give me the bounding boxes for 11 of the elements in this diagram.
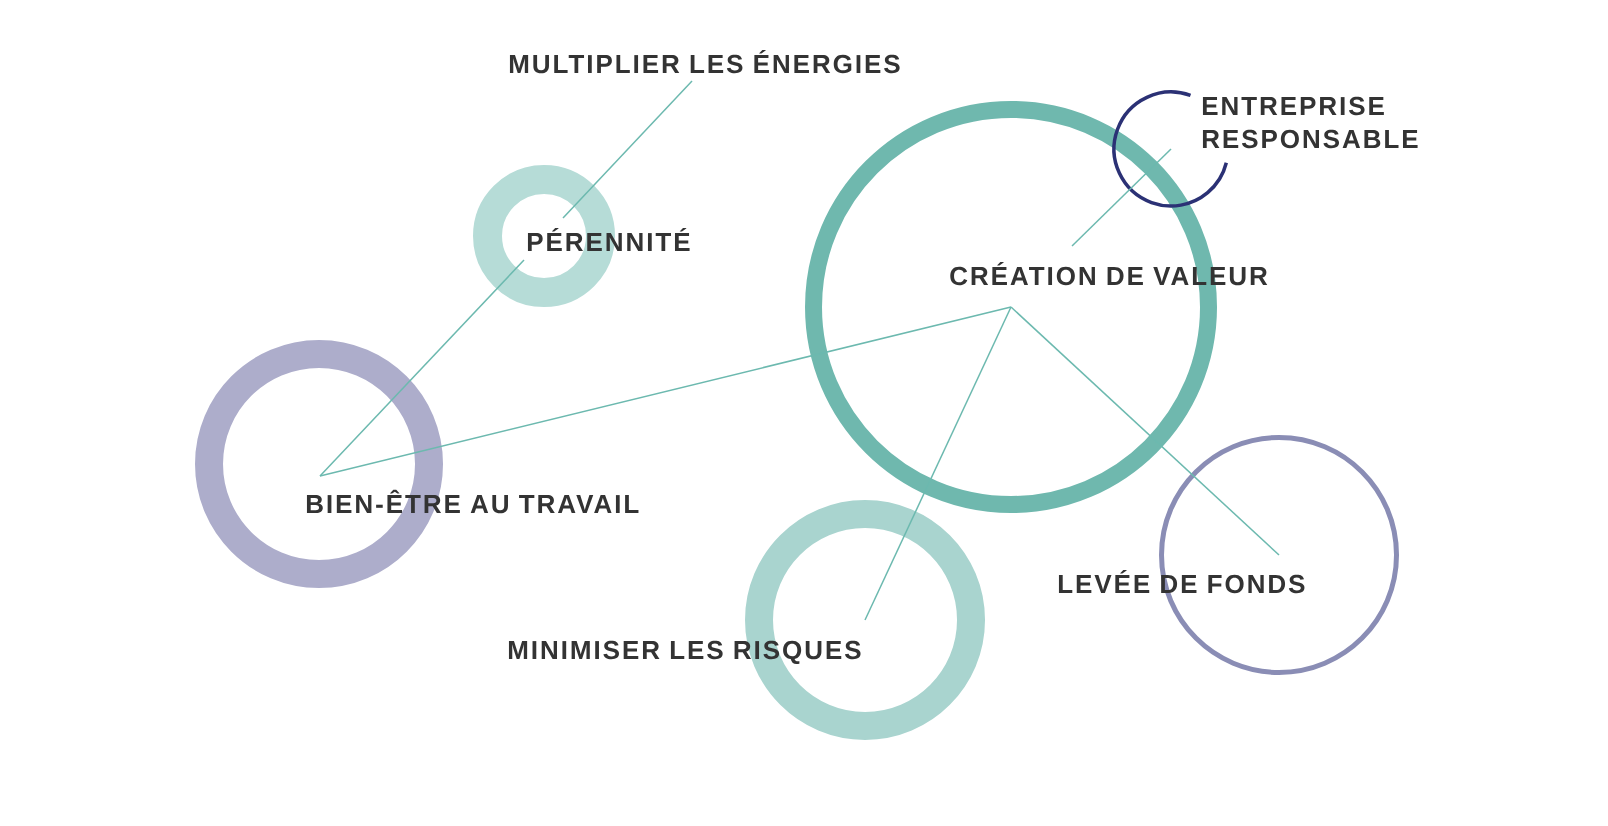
topic-label: MINIMISER LES RISQUES	[508, 640, 861, 665]
connector-line	[1010, 306, 1280, 556]
connector-line	[319, 259, 525, 477]
topic-label: ENTREPRISE RESPONSABLE	[1202, 96, 1418, 149]
connector-line	[1071, 148, 1172, 247]
connector-line	[864, 306, 1012, 621]
connector-line	[562, 80, 693, 219]
topic-label: BIEN-ÊTRE AU TRAVAIL	[306, 489, 639, 514]
topic-label: MULTIPLIER LES ÉNERGIES	[509, 49, 900, 74]
topic-label: PÉRENNITÉ	[527, 227, 690, 251]
connector-line	[319, 306, 1012, 477]
